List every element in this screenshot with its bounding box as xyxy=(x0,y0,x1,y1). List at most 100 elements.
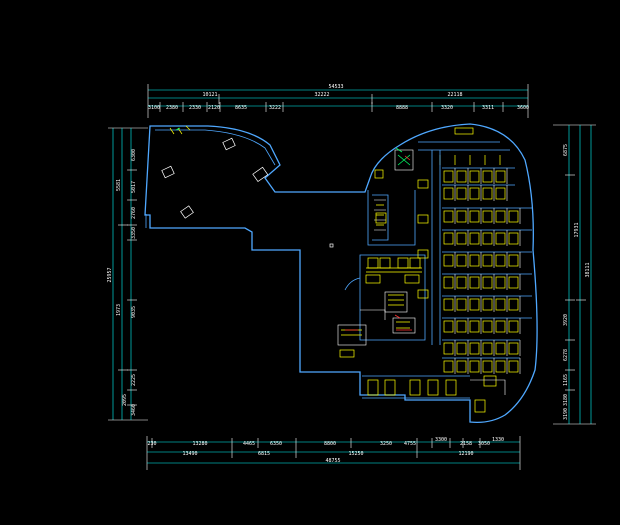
top-mid-left-dimension: 10121 xyxy=(202,92,217,98)
svg-text:6350: 6350 xyxy=(270,441,282,447)
svg-text:3600: 3600 xyxy=(517,105,529,111)
svg-text:6875: 6875 xyxy=(563,144,569,156)
svg-text:3190: 3190 xyxy=(563,408,569,420)
room-bed xyxy=(495,360,506,373)
top-mid-right-dimension: 22118 xyxy=(447,92,462,98)
corridor-rooms xyxy=(374,147,441,345)
svg-text:3050: 3050 xyxy=(478,441,490,447)
room-bed xyxy=(443,170,454,183)
room-bed xyxy=(469,187,480,200)
room-bed xyxy=(482,187,493,200)
svg-text:1330: 1330 xyxy=(492,437,504,443)
svg-text:8635: 8635 xyxy=(235,105,247,111)
room-bed xyxy=(469,320,480,333)
svg-text:9035: 9035 xyxy=(131,306,137,318)
top-overall-dimension: 54533 xyxy=(328,84,343,90)
room-bed xyxy=(508,298,519,311)
bottom-rooms xyxy=(362,375,506,413)
svg-text:4465: 4465 xyxy=(243,441,255,447)
right-overall-dimension: 38111 xyxy=(585,262,591,277)
bottom-mid-labels: 13490 6815 15250 12190 xyxy=(182,451,473,457)
svg-text:2760: 2760 xyxy=(131,207,137,219)
room-bed xyxy=(469,360,480,373)
svg-text:5017: 5017 xyxy=(131,181,137,193)
left-segment-labels: 6300 5017 2760 3350 9035 2225 2095 3460 xyxy=(122,149,137,416)
right-dimension-chain: 38111 17931 6875 3920 6278 1165 3180 319… xyxy=(553,124,596,425)
svg-text:8888: 8888 xyxy=(396,105,408,111)
svg-text:3350: 3350 xyxy=(131,227,137,239)
room-bed xyxy=(482,320,493,333)
room-bed xyxy=(456,320,467,333)
room-bed xyxy=(508,254,519,267)
svg-text:2380: 2380 xyxy=(166,105,178,111)
svg-text:15250: 15250 xyxy=(348,451,363,457)
room-bed xyxy=(443,320,454,333)
svg-text:17931: 17931 xyxy=(574,222,580,237)
top-segment-labels: 3100 2380 2330 2120 8635 3222 8888 3320 … xyxy=(148,105,529,111)
room-bed xyxy=(495,210,506,223)
room-bed xyxy=(508,342,519,355)
room-bed xyxy=(443,254,454,267)
guest-room-grid xyxy=(442,167,532,374)
room-bed xyxy=(482,254,493,267)
svg-text:3300: 3300 xyxy=(435,437,447,443)
bottom-overall-dimension: 48755 xyxy=(325,458,340,464)
room-bed xyxy=(495,342,506,355)
svg-text:2158: 2158 xyxy=(460,441,472,447)
room-bed xyxy=(495,232,506,245)
room-bed xyxy=(456,187,467,200)
svg-text:1973: 1973 xyxy=(116,304,122,316)
room-bed xyxy=(482,276,493,289)
left-overall-dimension: 25957 xyxy=(107,267,113,282)
svg-text:3100: 3100 xyxy=(148,105,160,111)
room-bed xyxy=(443,187,454,200)
svg-text:12190: 12190 xyxy=(458,451,473,457)
room-bed xyxy=(443,232,454,245)
svg-text:13490: 13490 xyxy=(182,451,197,457)
room-bed xyxy=(508,360,519,373)
svg-text:3222: 3222 xyxy=(269,105,281,111)
svg-text:5581: 5581 xyxy=(116,179,122,191)
room-bed xyxy=(443,276,454,289)
room-bed xyxy=(495,170,506,183)
room-bed xyxy=(508,320,519,333)
room-bed xyxy=(495,254,506,267)
columns xyxy=(161,125,334,248)
svg-text:6815: 6815 xyxy=(258,451,270,457)
room-bed xyxy=(456,232,467,245)
room-bed xyxy=(508,232,519,245)
room-bed xyxy=(456,360,467,373)
room-bed xyxy=(443,360,454,373)
room-bed xyxy=(456,298,467,311)
room-bed xyxy=(495,187,506,200)
room-bed xyxy=(495,320,506,333)
svg-text:3920: 3920 xyxy=(563,314,569,326)
svg-text:3180: 3180 xyxy=(563,394,569,406)
svg-text:3460: 3460 xyxy=(131,404,137,416)
top-dimension-chain: 54533 10121 32222 22118 3100 2380 2330 2… xyxy=(147,84,529,118)
room-bed xyxy=(443,210,454,223)
room-bed xyxy=(443,342,454,355)
room-bed xyxy=(469,298,480,311)
svg-text:3320: 3320 xyxy=(441,105,453,111)
svg-text:1165: 1165 xyxy=(563,374,569,386)
room-bed xyxy=(469,276,480,289)
svg-text:8800: 8800 xyxy=(324,441,336,447)
central-core xyxy=(337,149,426,358)
room-bed xyxy=(469,170,480,183)
left-dimension-chain: 25957 5581 1973 6300 5017 2760 3350 9035… xyxy=(107,127,148,421)
svg-text:2095: 2095 xyxy=(122,394,128,406)
room-bed xyxy=(482,170,493,183)
room-bed xyxy=(482,298,493,311)
svg-text:2120: 2120 xyxy=(208,105,220,111)
svg-text:3250: 3250 xyxy=(380,441,392,447)
room-bed xyxy=(495,276,506,289)
room-bed xyxy=(456,210,467,223)
top-mid-center-dimension: 32222 xyxy=(314,92,329,98)
room-bed xyxy=(482,342,493,355)
svg-text:13280: 13280 xyxy=(192,441,207,447)
svg-text:2225: 2225 xyxy=(131,374,137,386)
bottom-segment-labels: 230 13280 4465 6350 8800 3250 4755 3300 … xyxy=(147,437,504,447)
room-bed xyxy=(508,210,519,223)
